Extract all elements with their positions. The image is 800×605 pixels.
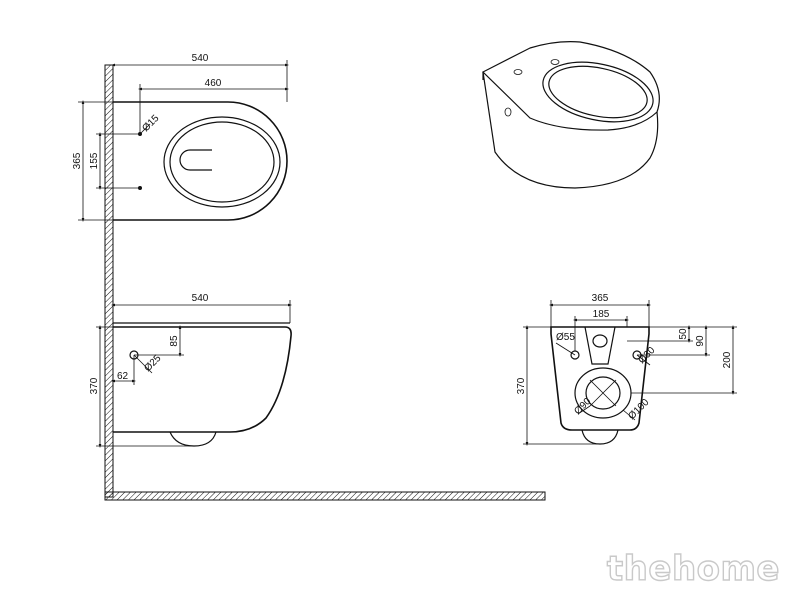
hole-right-dim: Ø30 xyxy=(636,345,657,366)
top-bolt-dim: 155 xyxy=(89,152,100,169)
watermark: thehome xyxy=(607,549,780,589)
front-width-dim: 365 xyxy=(592,293,609,304)
inlet-offset-dim: 62 xyxy=(117,371,129,382)
dim-90: 90 xyxy=(695,335,706,347)
side-view: 540 370 85 62 Ø25 xyxy=(89,293,292,448)
dim-50: 50 xyxy=(678,328,689,340)
perspective-view xyxy=(481,41,660,189)
bolt-hole-dim: Ø15 xyxy=(140,113,161,134)
side-width-dim: 540 xyxy=(192,293,209,304)
hole-left-dim: Ø55 xyxy=(556,332,575,343)
floor-section xyxy=(104,491,546,501)
top-view: 540 460 365 155 Ø15 xyxy=(72,53,289,222)
wall-section xyxy=(104,64,114,498)
inlet-height-dim: 85 xyxy=(169,335,180,347)
side-height-dim: 370 xyxy=(89,377,100,394)
top-width-dim: 540 xyxy=(192,53,209,64)
top-bolt-outer-dim: 460 xyxy=(205,78,222,89)
dim-200: 200 xyxy=(722,351,733,368)
front-view: 365 185 370 50 90 200 Ø55 Ø30 Ø90 Ø100 xyxy=(516,293,737,446)
top-depth-dim: 365 xyxy=(72,152,83,169)
front-bolt-dim: 185 xyxy=(593,309,610,320)
inlet-diameter-dim: Ø25 xyxy=(142,353,163,374)
front-height-dim: 370 xyxy=(516,377,527,394)
